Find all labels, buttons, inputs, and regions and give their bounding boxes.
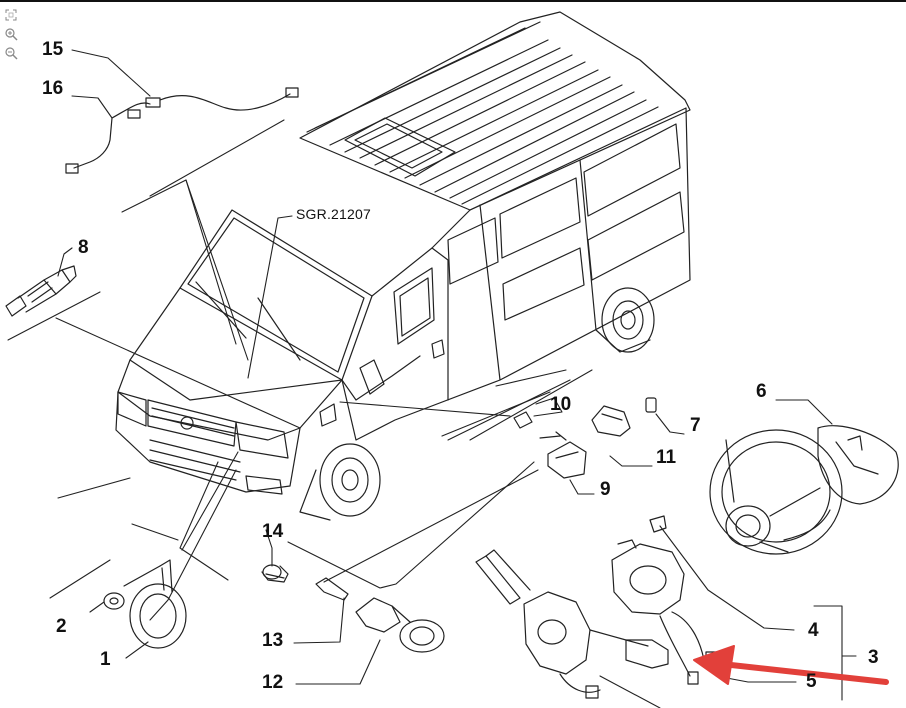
nut-part [103, 592, 125, 610]
callout-15[interactable]: 15 [42, 39, 64, 60]
van-illustration [115, 11, 691, 521]
callout-14[interactable]: 14 [262, 521, 284, 542]
ignition-switch-part [539, 431, 587, 479]
drawing-reference-label: SGR.21207 [296, 206, 371, 222]
callout-8[interactable]: 8 [78, 237, 89, 258]
clip-part [315, 577, 349, 601]
callout-13[interactable]: 13 [262, 630, 284, 651]
combination-switch-part [475, 549, 669, 699]
callout-10[interactable]: 10 [550, 394, 572, 415]
retainer-part [513, 411, 533, 429]
zoom-in-icon[interactable] [4, 27, 18, 41]
red-annotation-arrow [693, 645, 889, 685]
bulb-part [261, 564, 289, 583]
wiring-harness-part [65, 87, 299, 174]
frame-top-border [0, 0, 906, 2]
callout-12[interactable]: 12 [262, 672, 284, 693]
connector-part [355, 597, 445, 653]
fit-page-icon[interactable] [4, 8, 18, 22]
callout-6[interactable]: 6 [756, 381, 767, 402]
callout-4[interactable]: 4 [808, 620, 819, 641]
zoom-out-icon[interactable] [4, 46, 18, 60]
leader-lines [7, 49, 857, 708]
callout-16[interactable]: 16 [42, 78, 64, 99]
temperature-sensor-part [5, 265, 77, 317]
pin-part [645, 397, 657, 413]
horn-part [123, 559, 187, 649]
callout-7[interactable]: 7 [690, 415, 701, 436]
steering-wheel-part [709, 429, 843, 555]
callout-2[interactable]: 2 [56, 616, 67, 637]
callout-9[interactable]: 9 [600, 479, 611, 500]
key-fob-part [591, 405, 631, 437]
callout-3[interactable]: 3 [868, 647, 879, 668]
callout-11[interactable]: 11 [656, 447, 677, 468]
callout-1[interactable]: 1 [100, 649, 111, 670]
callout-5[interactable]: 5 [806, 671, 817, 692]
